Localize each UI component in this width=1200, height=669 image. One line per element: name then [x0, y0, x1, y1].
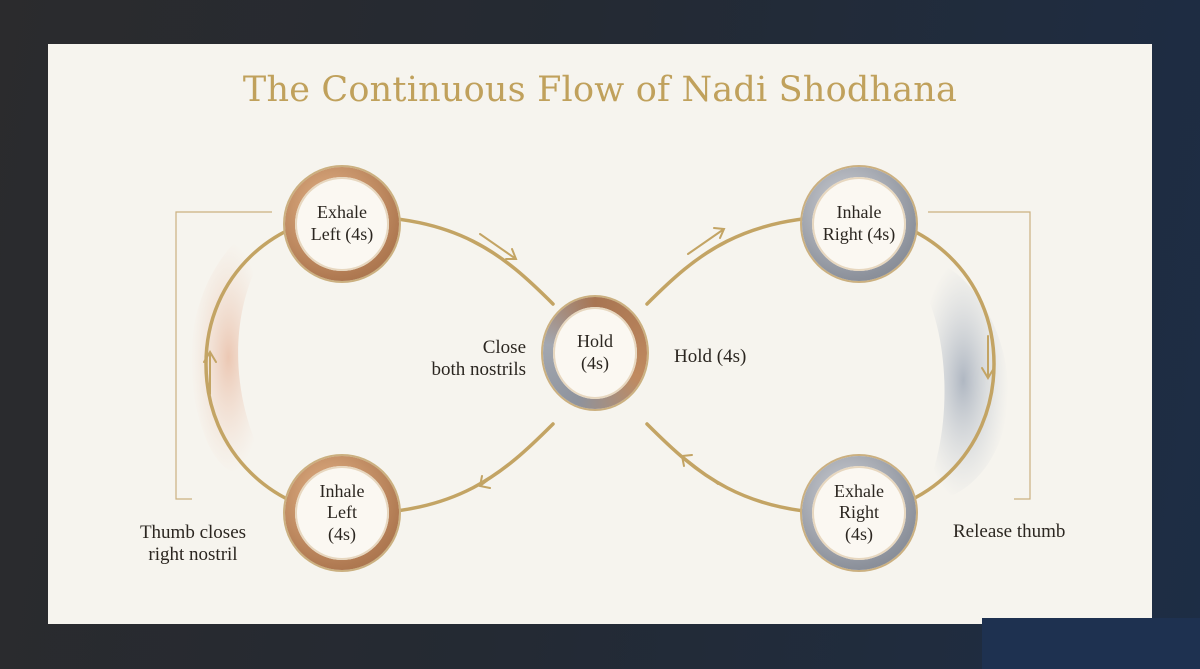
arrow-up-left [680, 454, 719, 485]
figure-eight-flow [175, 211, 1031, 516]
node-inhale-left-label: Inhale Left (4s) [319, 480, 365, 544]
corner-block [982, 618, 1200, 669]
diagram-card: The Continuous Flow of Nadi Shodhana [48, 44, 1152, 624]
node-hold-label: Hold (4s) [577, 331, 613, 373]
arrow-down-right-1 [479, 233, 518, 260]
hold-side-label: Hold (4s) [674, 346, 747, 367]
arrow-up-left-side [203, 350, 217, 395]
cool-wash [918, 259, 1009, 503]
release-thumb-label: Release thumb [953, 521, 1066, 542]
node-inhale-right-label: Inhale Right (4s) [822, 202, 896, 244]
node-hold: Hold (4s) [543, 297, 647, 409]
warm-wash [190, 240, 266, 475]
arrow-down-left [478, 458, 517, 489]
arrow-up-right [687, 227, 726, 255]
node-exhale-left: Exhale Left (4s) [285, 167, 399, 281]
node-inhale-right: Inhale Right (4s) [802, 167, 916, 281]
left-bracket [175, 211, 272, 500]
arrow-down-right-side [981, 335, 995, 380]
node-inhale-left: Inhale Left (4s) [285, 456, 399, 570]
node-exhale-right: Exhale Right (4s) [802, 456, 916, 570]
close-both-nostrils-label: Close both nostrils [431, 337, 526, 380]
node-exhale-left-label: Exhale Left (4s) [310, 202, 374, 244]
direction-arrows [203, 227, 995, 489]
flow-path [204, 214, 996, 516]
node-exhale-right-label: Exhale Right (4s) [834, 480, 884, 544]
page-title: The Continuous Flow of Nadi Shodhana [242, 70, 958, 110]
right-bracket [928, 211, 1031, 500]
thumb-closes-label: Thumb closes right nostril [139, 522, 247, 565]
